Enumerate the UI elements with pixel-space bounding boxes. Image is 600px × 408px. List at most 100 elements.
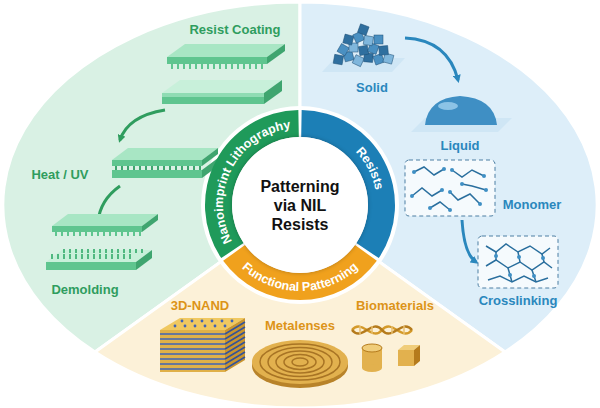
monomer-illustration-part-part <box>440 188 444 192</box>
liquid-illustration-part <box>425 96 497 125</box>
nand-stack-illustration-part-part <box>174 325 177 328</box>
heat-uv-illustration-part <box>112 170 202 178</box>
resist-coating-illustration-part <box>162 80 282 93</box>
solid-illustration-part-part <box>379 46 389 56</box>
solid-illustration-part-part <box>343 51 354 62</box>
monomer-illustration-part-part <box>462 184 486 190</box>
biomaterials-illustration-part <box>360 326 404 334</box>
step-label: Liquid <box>405 137 515 155</box>
metalens-illustration-part-part <box>276 351 324 373</box>
biomaterials-illustration-part <box>414 345 420 366</box>
ring-arc <box>223 245 377 300</box>
nand-stack-illustration-part-part <box>224 325 227 328</box>
ring-label: Functional Patterning <box>240 260 361 294</box>
monomer-illustration-part-part <box>414 167 444 175</box>
demolding-illustration-part <box>142 214 158 232</box>
solid-illustration-part <box>405 38 458 80</box>
solid-illustration-part-part <box>358 24 370 36</box>
crosslinking-illustration-part-part <box>486 260 552 270</box>
heat-uv-illustration-part <box>112 148 218 160</box>
nand-stack-illustration-part-part <box>191 320 194 323</box>
crosslinking-illustration-part-part <box>496 252 544 282</box>
crosslinking-illustration-part <box>494 254 545 278</box>
biomaterials-illustration-part <box>362 344 382 352</box>
monomer-illustration <box>405 160 495 262</box>
monomer-illustration-part-part <box>428 206 432 210</box>
step-label: Demolding <box>30 281 140 299</box>
solid-illustration <box>322 24 458 80</box>
metalens-illustration-part <box>252 340 348 384</box>
step-label: Crosslinking <box>463 292 573 310</box>
demolding-illustration-part <box>52 214 158 226</box>
demolding-illustration <box>46 214 158 270</box>
resist-coating-illustration-part <box>172 64 262 69</box>
biomaterials-illustration <box>352 326 420 372</box>
ring-halo <box>201 106 399 304</box>
metalens-illustration-part <box>260 344 340 380</box>
resist-coating-illustration-part <box>167 44 285 57</box>
monomer-illustration-part-part <box>452 170 484 177</box>
nand-stack-illustration-part-part <box>194 325 197 328</box>
demolding-illustration-part <box>52 249 142 259</box>
heat-uv-illustration-part <box>98 186 120 222</box>
ring-label: Nanoimprint Lithography <box>212 118 292 246</box>
heat-uv-illustration-part <box>116 166 200 170</box>
step-label: Monomer <box>477 196 587 214</box>
solid-illustration-part-part <box>353 31 365 43</box>
nand-stack-illustration-part-part <box>184 325 187 328</box>
crosslinking-illustration-part-part <box>532 274 536 278</box>
step-label: Heat / UV <box>5 166 115 184</box>
biomaterials-illustration-part <box>362 364 382 372</box>
crosslinking-illustration-part-part <box>494 254 498 258</box>
nand-stack-illustration-part-part <box>214 325 217 328</box>
resist-coating-illustration-part <box>120 110 165 140</box>
ring-arc <box>301 110 395 258</box>
crosslinking-illustration-part-part <box>541 256 545 260</box>
solid-illustration-part-part <box>333 54 343 64</box>
solid-illustration-part-part <box>363 35 373 45</box>
crosslinking-illustration-part-part <box>517 255 521 259</box>
step-label: 3D-NAND <box>145 297 255 315</box>
center-circle: Patterning via NIL Resists <box>232 137 368 273</box>
biomaterials-illustration-part <box>352 327 412 334</box>
monomer-illustration-part-part <box>450 168 454 172</box>
solid-illustration-part-part <box>373 54 385 66</box>
demolding-illustration-part <box>46 262 136 270</box>
biomaterials-illustration-part <box>398 345 420 350</box>
monomer-illustration-part-part <box>478 202 482 206</box>
monomer-illustration-part-part <box>482 174 486 178</box>
demolding-illustration-part <box>46 250 152 262</box>
crosslinking-illustration-part-part <box>486 244 550 254</box>
crosslinking-illustration-part-part <box>508 273 512 277</box>
resist-coating-illustration-part <box>167 57 267 64</box>
demolding-illustration-part <box>136 250 152 270</box>
solid-illustration-part-part <box>368 43 380 55</box>
monomer-illustration-part <box>412 167 486 210</box>
biomaterials-illustration-part <box>352 327 412 334</box>
solid-illustration-part-part <box>349 43 358 52</box>
nand-stack-illustration-part-part <box>211 320 214 323</box>
resist-coating-illustration-part <box>162 93 264 97</box>
solid-illustration-part <box>333 24 394 67</box>
solid-illustration-part-part <box>337 44 349 56</box>
demolding-illustration-part <box>56 232 140 236</box>
resist-coating-illustration-part <box>267 44 285 64</box>
biomaterials-illustration-part <box>398 350 414 366</box>
liquid-illustration <box>411 96 512 132</box>
demolding-illustration-part <box>52 226 142 232</box>
nand-stack-illustration-part <box>174 320 234 328</box>
nand-stack-illustration-part-part <box>231 320 234 323</box>
nand-stack-illustration-part <box>160 334 225 369</box>
sector-fill <box>95 205 505 408</box>
metalens-illustration <box>252 340 348 388</box>
step-label: Resist Coating <box>180 21 290 39</box>
monomer-illustration-part <box>410 167 488 212</box>
crosslinking-illustration-part <box>478 236 558 288</box>
ring-label-path: Resists <box>353 144 386 191</box>
monomer-illustration-part-part <box>484 188 488 192</box>
step-label: Biomaterials <box>340 297 450 315</box>
solid-illustration-part-part <box>352 55 364 67</box>
ring-label-path: Nanoimprint Lithography <box>212 118 292 246</box>
metalens-illustration-part-part <box>284 355 316 370</box>
heat-uv-illustration-part <box>202 158 218 178</box>
